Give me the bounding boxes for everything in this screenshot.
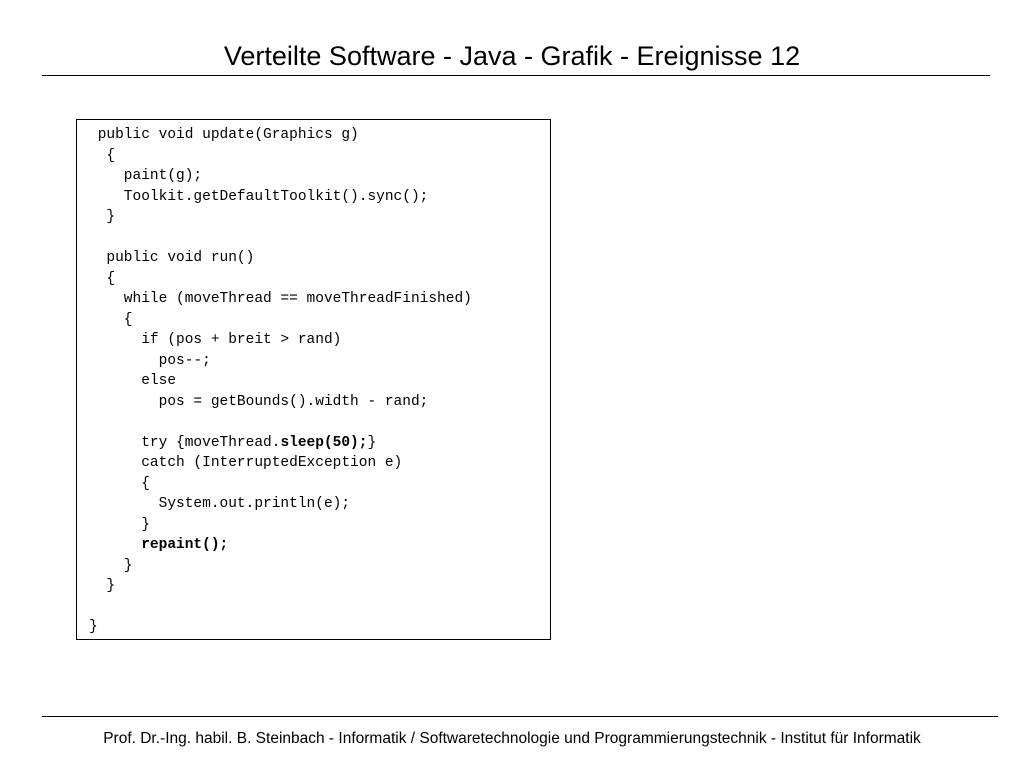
slide-title: Verteilte Software - Java - Grafik - Ere… — [223, 41, 801, 71]
code-line: } — [89, 617, 472, 638]
code-highlight: sleep(50); — [280, 434, 368, 451]
slide-footer: Prof. Dr.-Ing. habil. B. Steinbach - Inf… — [103, 730, 921, 747]
code-highlight: repaint(); — [141, 537, 229, 553]
code-line: public void update(Graphics g) — [89, 125, 472, 146]
code-line: Toolkit.getDefaultToolkit().sync(); — [89, 187, 472, 208]
code-line: { — [89, 146, 472, 167]
code-line: System.out.println(e); — [89, 494, 472, 515]
code-text: if (pos + breit > rand) — [89, 332, 342, 348]
code-text: while (moveThread == moveThreadFinished) — [89, 291, 472, 307]
code-line: { — [89, 474, 472, 495]
code-text: Toolkit.getDefaultToolkit().sync(); — [89, 188, 429, 205]
code-text: paint(g); — [89, 168, 203, 184]
code-text: pos = getBounds().width - rand; — [89, 393, 429, 410]
code-line: { — [89, 310, 472, 331]
code-listing-box: public void update(Graphics g) { paint(g… — [76, 119, 551, 640]
code-line: else — [89, 371, 472, 392]
code-text: System.out.println(e); — [89, 496, 351, 512]
code-text: try {moveThread. — [89, 434, 281, 451]
code-text: pos--; — [89, 352, 211, 369]
code-text: { — [89, 475, 150, 492]
code-text: { — [89, 311, 133, 328]
code-line: } — [89, 576, 472, 597]
code-line: } — [89, 207, 472, 228]
code-line: } — [89, 515, 472, 536]
code-line: public void run() — [89, 248, 472, 269]
code-line: while (moveThread == moveThreadFinished) — [89, 289, 472, 310]
code-line: pos = getBounds().width - rand; — [89, 392, 472, 413]
code-text: else — [89, 373, 177, 389]
code-text: } — [89, 619, 98, 635]
code-text — [89, 537, 141, 553]
code-line — [89, 228, 472, 249]
code-line: if (pos + breit > rand) — [89, 330, 472, 351]
code-text: } — [89, 516, 150, 533]
code-text: public void update(Graphics g) — [89, 127, 359, 143]
code-text: } — [89, 209, 116, 225]
code-text: } — [89, 557, 133, 574]
code-line: try {moveThread.sleep(50);} — [89, 433, 472, 454]
code-text: { — [89, 270, 116, 287]
title-divider — [42, 75, 990, 76]
code-line: catch (InterruptedException e) — [89, 453, 472, 474]
code-line: paint(g); — [89, 166, 472, 187]
code-line: { — [89, 269, 472, 290]
footer-divider — [42, 716, 998, 717]
code-text: { — [89, 147, 116, 164]
code-listing: public void update(Graphics g) { paint(g… — [89, 125, 472, 638]
code-line: pos--; — [89, 351, 472, 372]
code-line — [89, 597, 472, 618]
code-text: catch (InterruptedException e) — [89, 455, 403, 471]
code-line — [89, 412, 472, 433]
code-text: public void run() — [89, 250, 255, 266]
code-line: } — [89, 556, 472, 577]
code-text: } — [89, 578, 116, 594]
code-line: repaint(); — [89, 535, 472, 556]
code-text: } — [367, 434, 377, 451]
